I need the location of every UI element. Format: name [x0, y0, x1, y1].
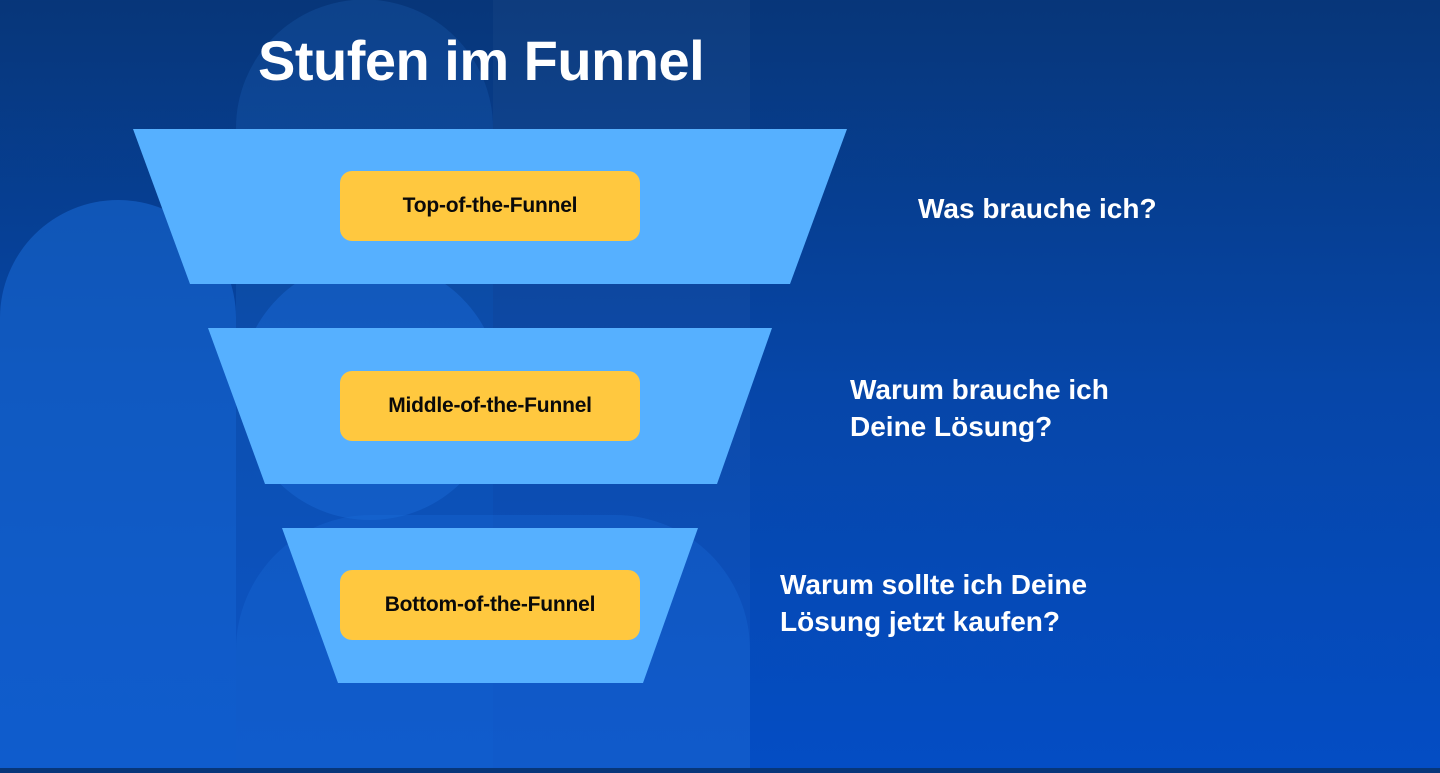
stage-question-bottom: Warum sollte ich Deine Lösung jetzt kauf… [780, 566, 1087, 640]
stage-label-top-text: Top-of-the-Funnel [402, 194, 578, 217]
stage-label-bottom: Bottom-of-the-Funnel [340, 570, 640, 640]
page-title: Stufen im Funnel [258, 29, 705, 92]
stage-label-middle: Middle-of-the-Funnel [340, 371, 640, 441]
stage-question-middle: Warum brauche ich Deine Lösung? [850, 371, 1109, 445]
stage-label-bottom-text: Bottom-of-the-Funnel [384, 593, 596, 616]
stage-question-top: Was brauche ich? [918, 190, 1157, 227]
question-middle-line-2: Deine Lösung? [850, 411, 1053, 442]
stage-label-middle-text: Middle-of-the-Funnel [388, 394, 592, 417]
question-top-line-1: Was brauche ich? [918, 193, 1157, 224]
stage-label-top: Top-of-the-Funnel [340, 171, 640, 241]
question-middle-line-1: Warum brauche ich [850, 374, 1109, 405]
question-bottom-line-1: Warum sollte ich Deine [780, 569, 1088, 600]
question-bottom-line-2: Lösung jetzt kaufen? [780, 606, 1060, 637]
